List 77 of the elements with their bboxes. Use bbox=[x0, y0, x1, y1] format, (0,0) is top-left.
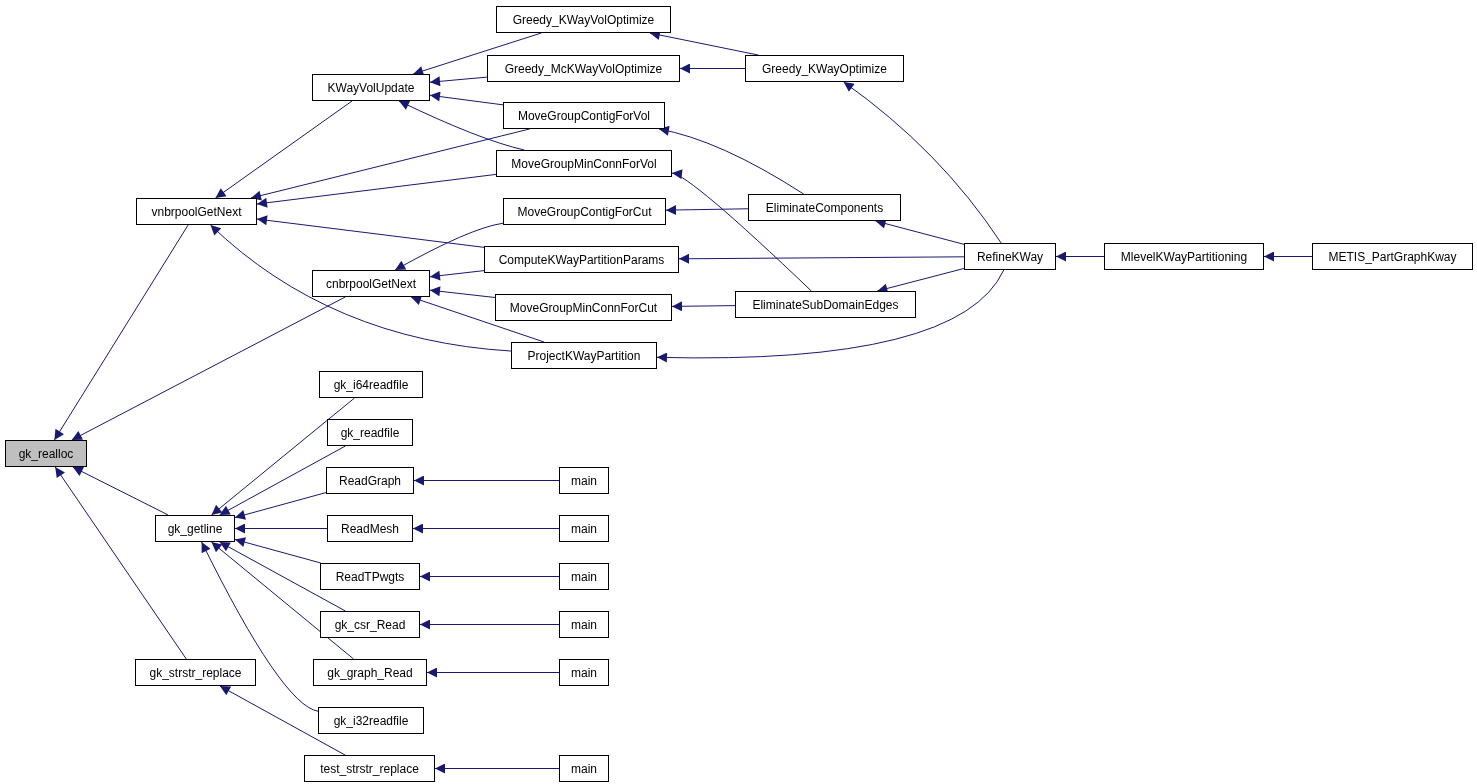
arrow bbox=[656, 269, 1005, 363]
arrow bbox=[53, 224, 189, 441]
arrow bbox=[398, 100, 525, 151]
function-box: Greedy_KWayOptimize bbox=[745, 55, 904, 82]
function-box: main bbox=[559, 467, 609, 494]
arrow bbox=[234, 492, 327, 520]
arrow bbox=[410, 295, 545, 343]
arrow bbox=[219, 541, 346, 612]
function-box: MoveGroupMinConnForCut bbox=[495, 294, 672, 321]
arrow bbox=[256, 215, 485, 248]
arrow bbox=[72, 466, 169, 516]
arrow bbox=[210, 224, 512, 352]
arrow bbox=[394, 222, 504, 271]
arrow bbox=[429, 91, 504, 106]
function-box: gk_strstr_replace bbox=[135, 659, 256, 686]
arrow bbox=[678, 253, 965, 264]
arrow bbox=[419, 571, 560, 582]
function-box: MoveGroupMinConnForVol bbox=[496, 150, 672, 177]
function-box: main bbox=[559, 611, 609, 638]
arrow bbox=[412, 32, 542, 76]
arrow bbox=[413, 475, 560, 486]
arrow bbox=[215, 100, 353, 199]
arrow bbox=[211, 397, 355, 516]
function-box: gk_graph_Read bbox=[313, 659, 427, 686]
function-box: gk_i32readfile bbox=[318, 707, 424, 734]
arrow bbox=[671, 171, 812, 292]
arrow bbox=[54, 466, 187, 660]
arrow bbox=[419, 619, 560, 630]
arrow bbox=[219, 685, 346, 756]
arrow bbox=[679, 63, 746, 74]
arrow bbox=[429, 286, 496, 298]
function-box: Greedy_McKWayVolOptimize bbox=[487, 55, 680, 82]
arrow bbox=[658, 126, 805, 195]
function-box: main bbox=[559, 755, 609, 782]
function-box: main bbox=[559, 659, 609, 686]
function-box: EliminateSubDomainEdges bbox=[735, 291, 916, 318]
arrow bbox=[219, 445, 346, 516]
arrow bbox=[1263, 251, 1313, 262]
arrow bbox=[71, 296, 346, 441]
function-box: ProjectKWayPartition bbox=[511, 342, 657, 369]
arrow bbox=[429, 76, 488, 87]
function-box: gk_csr_Read bbox=[320, 611, 420, 638]
function-box: test_strstr_replace bbox=[304, 755, 435, 782]
arrow bbox=[843, 81, 1002, 244]
arrow bbox=[250, 128, 530, 201]
function-box: vnbrpoolGetNext bbox=[136, 198, 257, 225]
function-box: ReadMesh bbox=[327, 515, 413, 542]
function-box: main bbox=[559, 563, 609, 590]
function-box: EliminateComponents bbox=[748, 194, 901, 221]
function-box: METIS_PartGraphKway bbox=[1312, 243, 1473, 270]
function-box: KWayVolUpdate bbox=[312, 74, 430, 101]
arrow bbox=[210, 541, 355, 660]
arrow bbox=[256, 173, 497, 208]
arrow bbox=[429, 270, 485, 281]
arrow bbox=[412, 523, 560, 534]
function-box: ReadTPwgts bbox=[320, 563, 420, 590]
arrow bbox=[671, 301, 736, 312]
function-box: MoveGroupContigForVol bbox=[503, 102, 665, 129]
function-box: MoveGroupContigForCut bbox=[503, 198, 666, 225]
function-box: ComputeKWayPartitionParams bbox=[484, 246, 679, 273]
arrow bbox=[426, 667, 560, 678]
function-box: ReadGraph bbox=[326, 467, 414, 494]
function-box: cnbrpoolGetNext bbox=[312, 270, 430, 297]
arrow bbox=[665, 205, 749, 215]
arrow bbox=[234, 537, 322, 564]
highlighted-function-box: gk_realloc bbox=[5, 440, 87, 467]
arrow bbox=[434, 763, 560, 774]
arrow bbox=[201, 541, 319, 712]
function-box: gk_getline bbox=[155, 515, 235, 542]
arrow bbox=[1055, 251, 1105, 262]
function-box: MlevelKWayPartitioning bbox=[1104, 243, 1264, 270]
function-box: main bbox=[559, 515, 609, 542]
function-box: gk_readfile bbox=[327, 419, 413, 446]
function-box: Greedy_KWayVolOptimize bbox=[496, 6, 671, 33]
arrow bbox=[234, 523, 328, 534]
function-box: RefineKWay bbox=[964, 243, 1056, 270]
function-box: gk_i64readfile bbox=[319, 371, 423, 398]
